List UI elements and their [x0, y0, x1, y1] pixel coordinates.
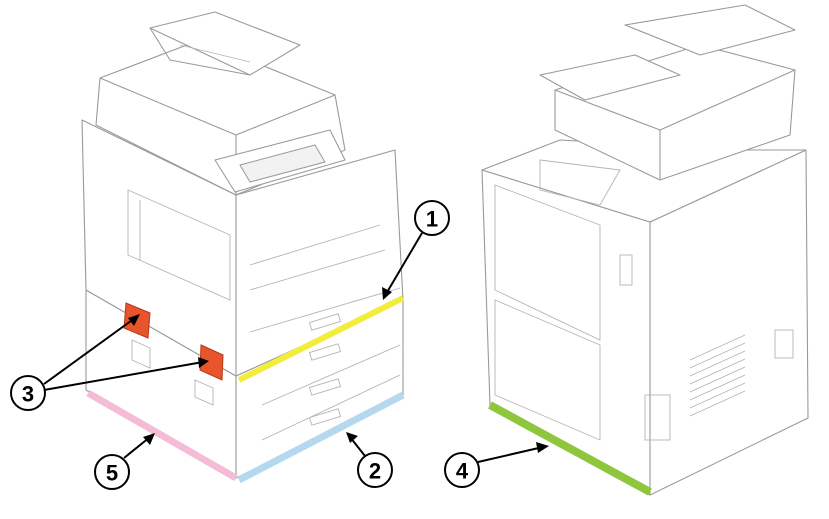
callout-5-label: 5: [106, 461, 118, 486]
left-printer-document-feeder: [149, 11, 301, 76]
yellow-band: [237, 295, 405, 383]
callout-4: 4: [444, 452, 480, 488]
callout-2-label: 2: [369, 459, 381, 484]
rear-view-printer: [481, 4, 809, 496]
callout-3: 3: [10, 375, 46, 411]
blue-band: [237, 391, 405, 484]
callout-1: 1: [414, 200, 450, 236]
callout-4-label: 4: [456, 459, 469, 484]
right-printer-top: [481, 139, 807, 223]
callout-arrows: [43, 232, 549, 463]
callout-1-label: 1: [426, 207, 438, 232]
callout-5: 5: [94, 454, 130, 490]
orange-marker-upper: [123, 302, 151, 339]
green-band: [488, 401, 652, 496]
callout-2: 2: [357, 452, 393, 488]
pink-band: [86, 389, 238, 482]
right-printer-vent: [689, 334, 746, 417]
right-printer-document-feeder: [624, 4, 796, 56]
front-view-printer: [81, 11, 405, 484]
callout-3-label: 3: [22, 382, 34, 407]
